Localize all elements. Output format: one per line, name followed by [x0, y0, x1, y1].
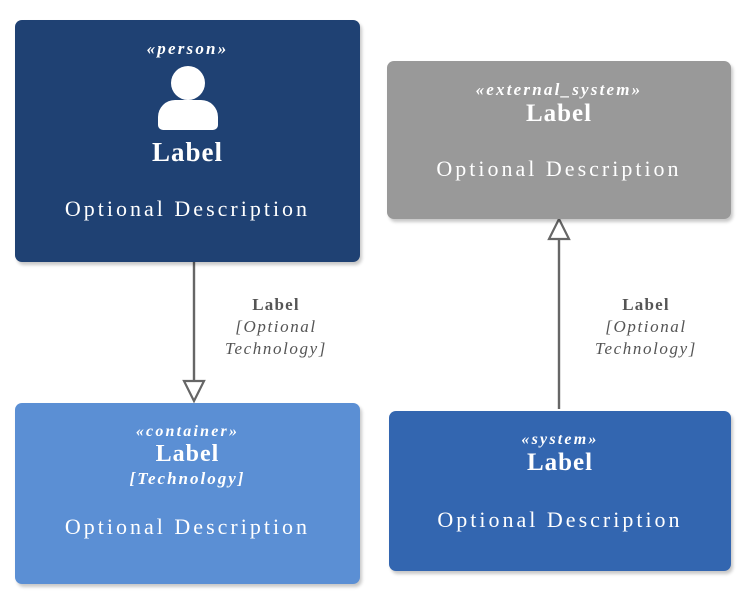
- edge-label-system-external-tech-line2: Technology]: [595, 338, 697, 358]
- arrowhead-hollow-triangle-up: [547, 216, 571, 241]
- edge-label-system-to-external-system: Label [Optional Technology]: [566, 294, 726, 359]
- node-system-description: Optional Description: [437, 507, 683, 533]
- edge-label-person-to-container: Label [Optional Technology]: [196, 294, 356, 359]
- edge-label-system-external-tech-line1: [Optional: [605, 316, 687, 336]
- node-external-system-description: Optional Description: [436, 156, 682, 182]
- edge-label-person-container-tech-line1: [Optional: [235, 316, 317, 336]
- node-person-label: Label: [151, 136, 223, 167]
- node-external-system-label: Label: [525, 99, 593, 127]
- edge-label-person-container-text: Label: [252, 295, 300, 314]
- node-external-system-stereotype: «external_system»: [475, 80, 643, 99]
- person-icon: [156, 65, 220, 132]
- edge-person-to-container: [182, 262, 206, 404]
- arrowhead-hollow-triangle-down: [182, 379, 206, 404]
- node-container[interactable]: «container» Label [Technology] Optional …: [15, 403, 360, 584]
- edge-label-system-external-text: Label: [622, 295, 670, 314]
- node-system-label: Label: [526, 448, 594, 476]
- edge-system-to-external-system: [547, 216, 571, 409]
- person-icon-body: [157, 99, 218, 130]
- node-container-technology: [Technology]: [129, 469, 246, 489]
- node-container-label: Label: [155, 440, 220, 467]
- node-person-stereotype: «person»: [146, 39, 229, 58]
- edge-label-person-container-tech-line2: Technology]: [225, 338, 327, 358]
- node-person-description: Optional Description: [64, 195, 311, 221]
- node-container-stereotype: «container»: [135, 423, 240, 440]
- node-container-description: Optional Description: [64, 513, 311, 539]
- node-external-system[interactable]: «external_system» Label Optional Descrip…: [387, 61, 731, 219]
- node-person[interactable]: «person» Label Optional Description: [15, 20, 360, 262]
- node-system-stereotype: «system»: [521, 431, 599, 448]
- person-icon-head: [170, 65, 205, 100]
- node-system[interactable]: «system» Label Optional Description: [389, 411, 731, 571]
